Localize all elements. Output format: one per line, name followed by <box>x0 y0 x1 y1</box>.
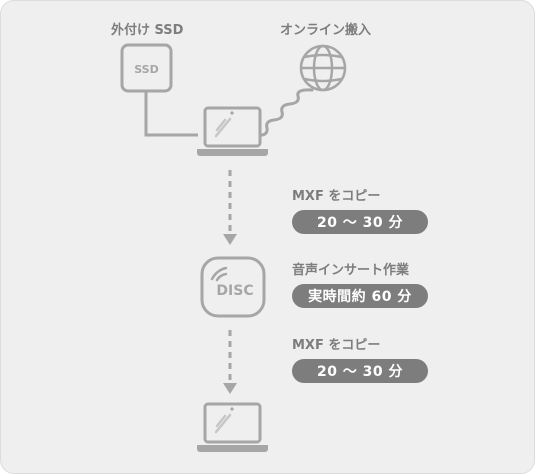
flow-arrow-2-head <box>223 383 237 394</box>
disc-text: DISC <box>216 283 254 299</box>
step2-duration-badge: 実時間約 60 分 <box>292 284 428 308</box>
online-label: オンライン搬入 <box>280 23 372 38</box>
ssd-cable <box>144 91 198 137</box>
network-cable <box>260 88 314 137</box>
globe-icon <box>299 44 347 92</box>
laptop-screen-glare <box>214 117 232 138</box>
ssd-label: 外付け SSD <box>111 23 184 38</box>
disc-icon <box>200 256 266 318</box>
step3-label: MXF をコピー <box>292 338 381 353</box>
laptop-icon-top <box>197 106 268 156</box>
ssd-device-text: SSD <box>134 63 159 76</box>
step3-duration-badge: 20 ～ 30 分 <box>292 359 428 383</box>
laptop-screen-glare-bottom <box>214 413 232 434</box>
step1-label: MXF をコピー <box>292 189 381 204</box>
step2-label: 音声インサート作業 <box>292 263 410 278</box>
flow-arrow-1-head <box>223 234 237 245</box>
laptop-icon-bottom <box>197 402 268 452</box>
step1-duration-badge: 20 ～ 30 分 <box>292 210 428 234</box>
